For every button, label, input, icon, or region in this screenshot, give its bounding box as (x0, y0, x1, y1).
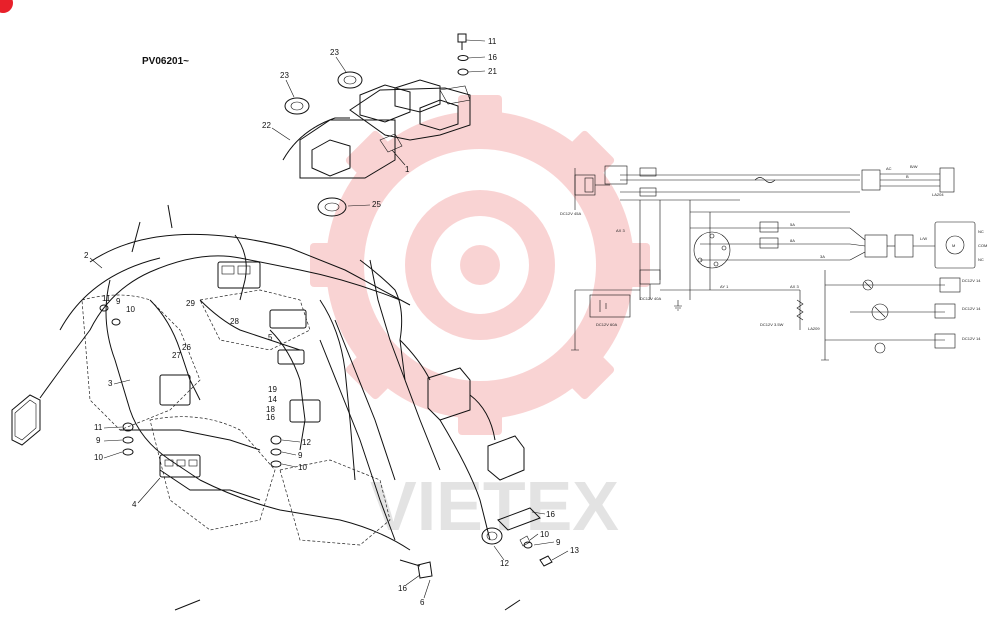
svg-text:8A: 8A (790, 238, 795, 243)
svg-text:B: B (906, 174, 909, 179)
svg-text:14: 14 (268, 395, 277, 404)
svg-text:DC12V 3.5W: DC12V 3.5W (760, 322, 784, 327)
watermark-text: VIETEX (370, 467, 619, 545)
relay-assembly (282, 33, 471, 217)
svg-text:11: 11 (488, 37, 497, 46)
svg-text:NC: NC (978, 229, 984, 234)
svg-text:28: 28 (230, 317, 239, 326)
svg-text:16: 16 (546, 510, 555, 519)
svg-text:9: 9 (556, 538, 561, 547)
svg-text:LA204: LA204 (932, 192, 944, 197)
svg-text:AC: AC (886, 166, 892, 171)
svg-text:LA209: LA209 (808, 326, 820, 331)
svg-text:16: 16 (266, 413, 275, 422)
svg-text:9: 9 (96, 436, 101, 445)
svg-text:DC12V 14: DC12V 14 (962, 336, 981, 341)
svg-text:21: 21 (488, 67, 497, 76)
svg-text:9: 9 (298, 451, 303, 460)
svg-text:11: 11 (102, 294, 111, 303)
svg-text:11: 11 (94, 423, 103, 432)
svg-text:10: 10 (298, 463, 307, 472)
wiring-schematic: LA204 B/W AC B 5A 8A 3A M NC COM NC L/W (560, 164, 987, 361)
svg-text:13: 13 (570, 546, 579, 555)
svg-text:16: 16 (398, 584, 407, 593)
svg-text:AY 1: AY 1 (720, 284, 729, 289)
watermark-logo (310, 95, 650, 435)
svg-text:L/W: L/W (920, 236, 927, 241)
svg-text:2: 2 (84, 251, 89, 260)
svg-text:DC12V 14: DC12V 14 (962, 278, 981, 283)
main-harness (11, 204, 553, 611)
svg-text:COM: COM (978, 243, 987, 248)
corner-badge (0, 0, 13, 13)
svg-text:23: 23 (330, 48, 339, 57)
callouts-main: 2 11 9 10 3 29 26 27 28 11 9 10 4 5 19 1… (84, 251, 579, 607)
svg-text:DC12V 40A: DC12V 40A (640, 296, 661, 301)
svg-text:3: 3 (108, 379, 113, 388)
svg-text:26: 26 (182, 343, 191, 352)
svg-text:16: 16 (488, 53, 497, 62)
svg-text:27: 27 (172, 351, 181, 360)
svg-text:22: 22 (262, 121, 271, 130)
svg-text:4: 4 (132, 500, 137, 509)
svg-text:1: 1 (405, 165, 410, 174)
svg-text:DC12V 14: DC12V 14 (962, 306, 981, 311)
svg-text:M: M (952, 243, 955, 248)
svg-text:3A: 3A (820, 254, 825, 259)
svg-text:10: 10 (94, 453, 103, 462)
svg-text:DC12V 45A: DC12V 45A (560, 211, 581, 216)
svg-text:12: 12 (302, 438, 311, 447)
svg-text:AX 3: AX 3 (790, 284, 799, 289)
svg-text:6: 6 (420, 598, 425, 607)
svg-text:18: 18 (266, 405, 275, 414)
svg-text:NC: NC (978, 257, 984, 262)
svg-text:DC12V 60A: DC12V 60A (596, 322, 617, 327)
svg-text:19: 19 (268, 385, 277, 394)
svg-text:5A: 5A (790, 222, 795, 227)
svg-text:29: 29 (186, 299, 195, 308)
svg-text:10: 10 (540, 530, 549, 539)
svg-text:5: 5 (268, 333, 273, 342)
svg-text:23: 23 (280, 71, 289, 80)
svg-text:AX 3: AX 3 (616, 228, 625, 233)
svg-text:25: 25 (372, 200, 381, 209)
svg-text:10: 10 (126, 305, 135, 314)
callouts-top: 11 16 21 23 23 22 1 25 (262, 37, 497, 209)
svg-text:B/W: B/W (910, 164, 918, 169)
svg-text:9: 9 (116, 297, 121, 306)
svg-text:12: 12 (500, 559, 509, 568)
serial-label: PV06201~ (142, 56, 189, 67)
